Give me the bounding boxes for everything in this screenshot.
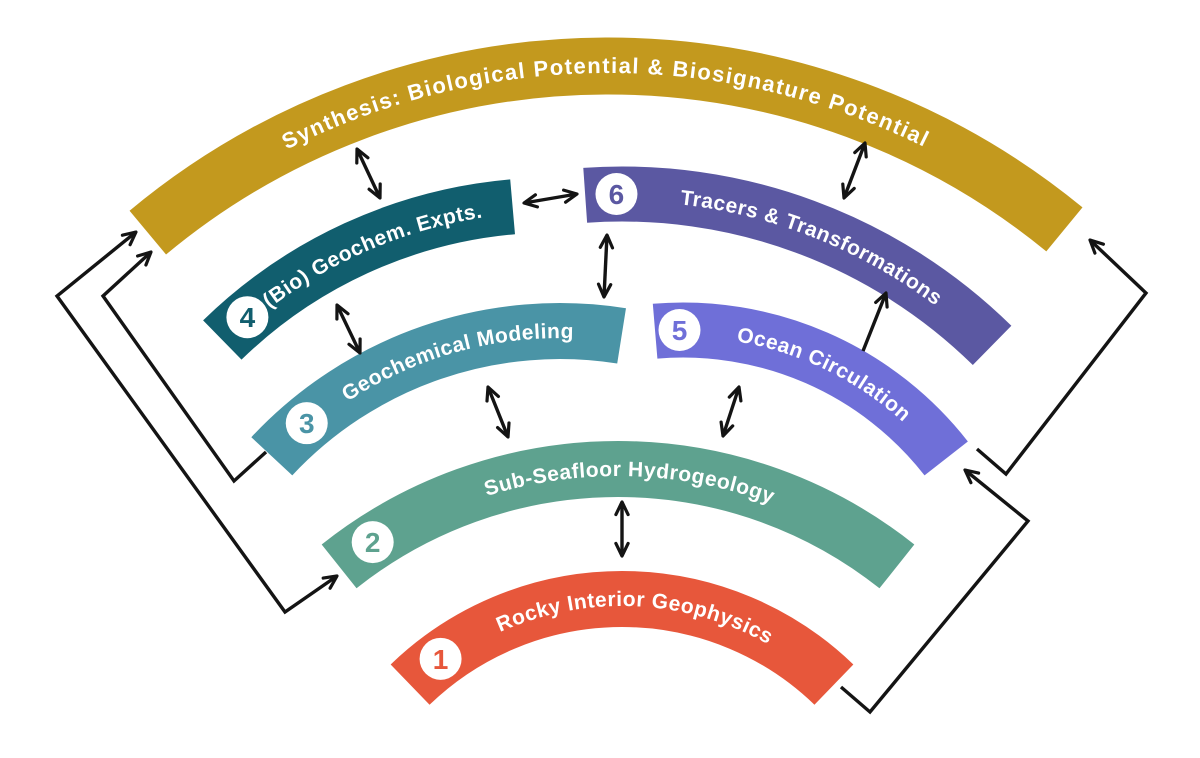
band-number-band2: 2 <box>365 527 381 558</box>
link-line <box>842 142 867 199</box>
arrowhead <box>598 233 615 250</box>
link-synthesis-band6 <box>841 141 868 200</box>
link-line <box>721 386 741 437</box>
link-line <box>523 192 578 205</box>
link-band3-band2 <box>485 385 511 439</box>
band-number-circle-band4 <box>226 296 269 339</box>
band-number-circle-band5 <box>658 309 701 352</box>
arrowhead <box>963 468 981 485</box>
arrowhead <box>335 303 350 321</box>
band-number-band6: 6 <box>609 179 625 210</box>
arrowhead <box>596 282 613 299</box>
arrowhead <box>120 230 138 247</box>
arrowhead <box>614 541 630 558</box>
band-number-circle-band1 <box>419 637 462 680</box>
arrowhead <box>562 188 579 204</box>
link-band4-band3 <box>335 303 362 355</box>
arrowhead <box>841 182 856 200</box>
band-number-circle-band6 <box>595 173 638 216</box>
arrowhead <box>1088 238 1105 255</box>
arrowhead <box>367 182 382 200</box>
band-number-band3: 3 <box>299 408 315 439</box>
arrowhead <box>136 250 153 267</box>
arrowhead <box>727 385 743 403</box>
arrowhead <box>853 141 868 159</box>
link-line <box>975 238 1149 477</box>
link-band2-synthesis <box>54 230 339 615</box>
link-band1-band5 <box>839 468 1031 715</box>
link-band4-band6 <box>522 188 579 209</box>
band-arc-band6 <box>583 166 1012 366</box>
arrowhead <box>355 147 370 165</box>
link-line <box>335 304 362 354</box>
band-arc-synthesis <box>129 37 1083 255</box>
link-line <box>602 234 609 298</box>
arrowhead <box>719 420 735 438</box>
link-band5-band2 <box>719 385 743 438</box>
band-number-band1: 1 <box>433 644 449 675</box>
link-band5-band6 <box>861 291 889 352</box>
link-band6-band3 <box>596 233 615 299</box>
band-number-band5: 5 <box>672 315 688 346</box>
link-line <box>861 292 888 352</box>
link-band3-synthesis <box>100 250 268 484</box>
arrowhead <box>874 291 889 309</box>
band-label-synthesis: Synthesis: Biological Potential & Biosig… <box>278 53 934 154</box>
arrowhead <box>614 500 630 517</box>
band-number-circle-band2 <box>351 521 394 564</box>
band-arc-band2 <box>321 441 915 589</box>
link-line <box>839 468 1031 715</box>
link-band5-synthesis <box>975 238 1149 477</box>
band-number-band4: 4 <box>240 302 256 333</box>
arrowhead <box>321 574 339 590</box>
arrowhead <box>496 421 511 439</box>
arrowhead <box>347 337 362 355</box>
link-line <box>355 148 382 199</box>
arrowhead <box>485 385 500 403</box>
link-line <box>486 386 510 438</box>
link-band2-band1 <box>614 500 630 558</box>
band-number-circle-band3 <box>285 402 328 445</box>
arrowhead <box>522 193 539 209</box>
band-arc-band1 <box>390 571 854 705</box>
link-synthesis-band4 <box>355 147 382 200</box>
link-line <box>100 250 268 484</box>
link-line <box>54 230 338 615</box>
